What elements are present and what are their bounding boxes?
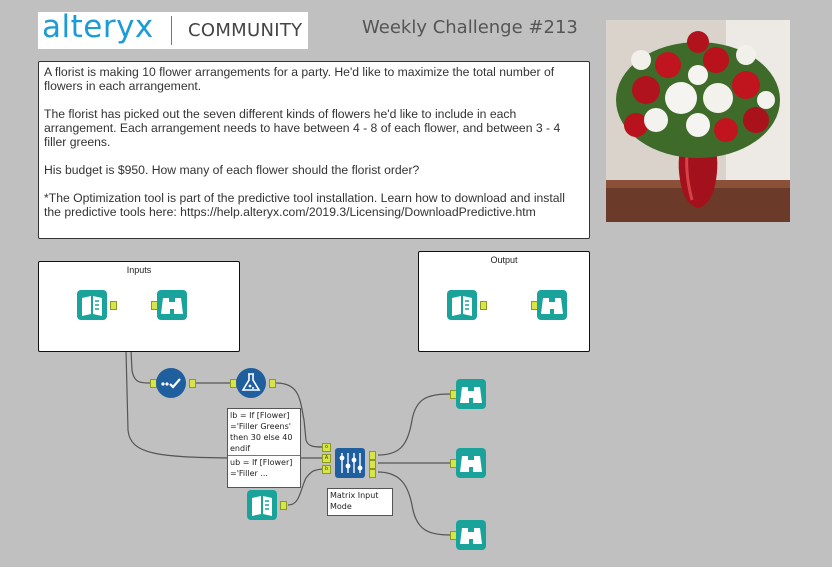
formula-lb-text: lb = If [Flower] ='Filler Greens' then 3… <box>230 411 293 453</box>
optimization-output-anchor-d[interactable] <box>369 451 376 460</box>
input-data-tool[interactable] <box>447 290 477 320</box>
formula-ub-text: ub = If [Flower] ='Filler ... <box>228 455 300 479</box>
optimization-annotation: Matrix Input Mode <box>327 488 393 516</box>
browse-tool[interactable] <box>456 448 486 478</box>
output-anchor[interactable] <box>480 301 487 310</box>
input-data-tool[interactable] <box>247 490 277 520</box>
sliders-icon <box>335 448 365 478</box>
checkmark-dots-icon <box>156 368 186 398</box>
flask-icon <box>236 368 266 398</box>
browse-tool[interactable] <box>157 290 187 320</box>
description-paragraph: *The Optimization tool is part of the pr… <box>44 191 565 219</box>
output-anchor[interactable] <box>110 301 117 310</box>
optimization-input-anchor-b[interactable]: A <box>322 454 331 463</box>
book-input-icon <box>247 490 277 520</box>
alteryx-community-logo[interactable]: alteryx COMMUNITY <box>38 9 308 49</box>
browse-tool[interactable] <box>537 290 567 320</box>
binoculars-icon <box>537 290 567 320</box>
browse-tool[interactable] <box>456 379 486 409</box>
output-anchor[interactable] <box>269 379 276 388</box>
book-input-icon <box>447 290 477 320</box>
output-anchor[interactable] <box>189 379 196 388</box>
optimization-input-anchor-c[interactable]: b <box>322 465 331 474</box>
description-paragraph: The florist has picked out the seven dif… <box>44 107 561 149</box>
book-input-icon <box>77 290 107 320</box>
input-data-tool[interactable] <box>77 290 107 320</box>
select-tool[interactable] <box>156 368 186 398</box>
logo-community-text: COMMUNITY <box>188 20 303 41</box>
description-paragraph: His budget is $950. How many of each flo… <box>44 163 420 177</box>
logo-brand-text: alteryx <box>42 9 154 45</box>
optimization-tool[interactable] <box>335 448 365 478</box>
logo-divider <box>171 16 172 45</box>
flower-bouquet-image <box>606 20 790 222</box>
optimization-output-anchor-r[interactable] <box>369 469 376 478</box>
description-paragraph: A florist is making 10 flower arrangemen… <box>44 65 555 93</box>
inputs-container[interactable]: Inputs <box>38 261 240 352</box>
formula-annotation: lb = If [Flower] ='Filler Greens' then 3… <box>227 408 301 488</box>
browse-tool[interactable] <box>456 520 486 550</box>
output-container-title: Output <box>490 255 518 265</box>
binoculars-icon <box>456 379 486 409</box>
formula-tool[interactable] <box>236 368 266 398</box>
output-anchor[interactable] <box>280 501 287 510</box>
challenge-description: A florist is making 10 flower arrangemen… <box>38 61 590 239</box>
binoculars-icon <box>456 520 486 550</box>
binoculars-icon <box>157 290 187 320</box>
challenge-title: Weekly Challenge #213 <box>362 17 578 38</box>
optimization-input-anchor-a[interactable]: o <box>322 443 331 452</box>
optimization-output-anchor-s[interactable] <box>369 460 376 469</box>
binoculars-icon <box>456 448 486 478</box>
inputs-container-title: Inputs <box>126 265 152 275</box>
